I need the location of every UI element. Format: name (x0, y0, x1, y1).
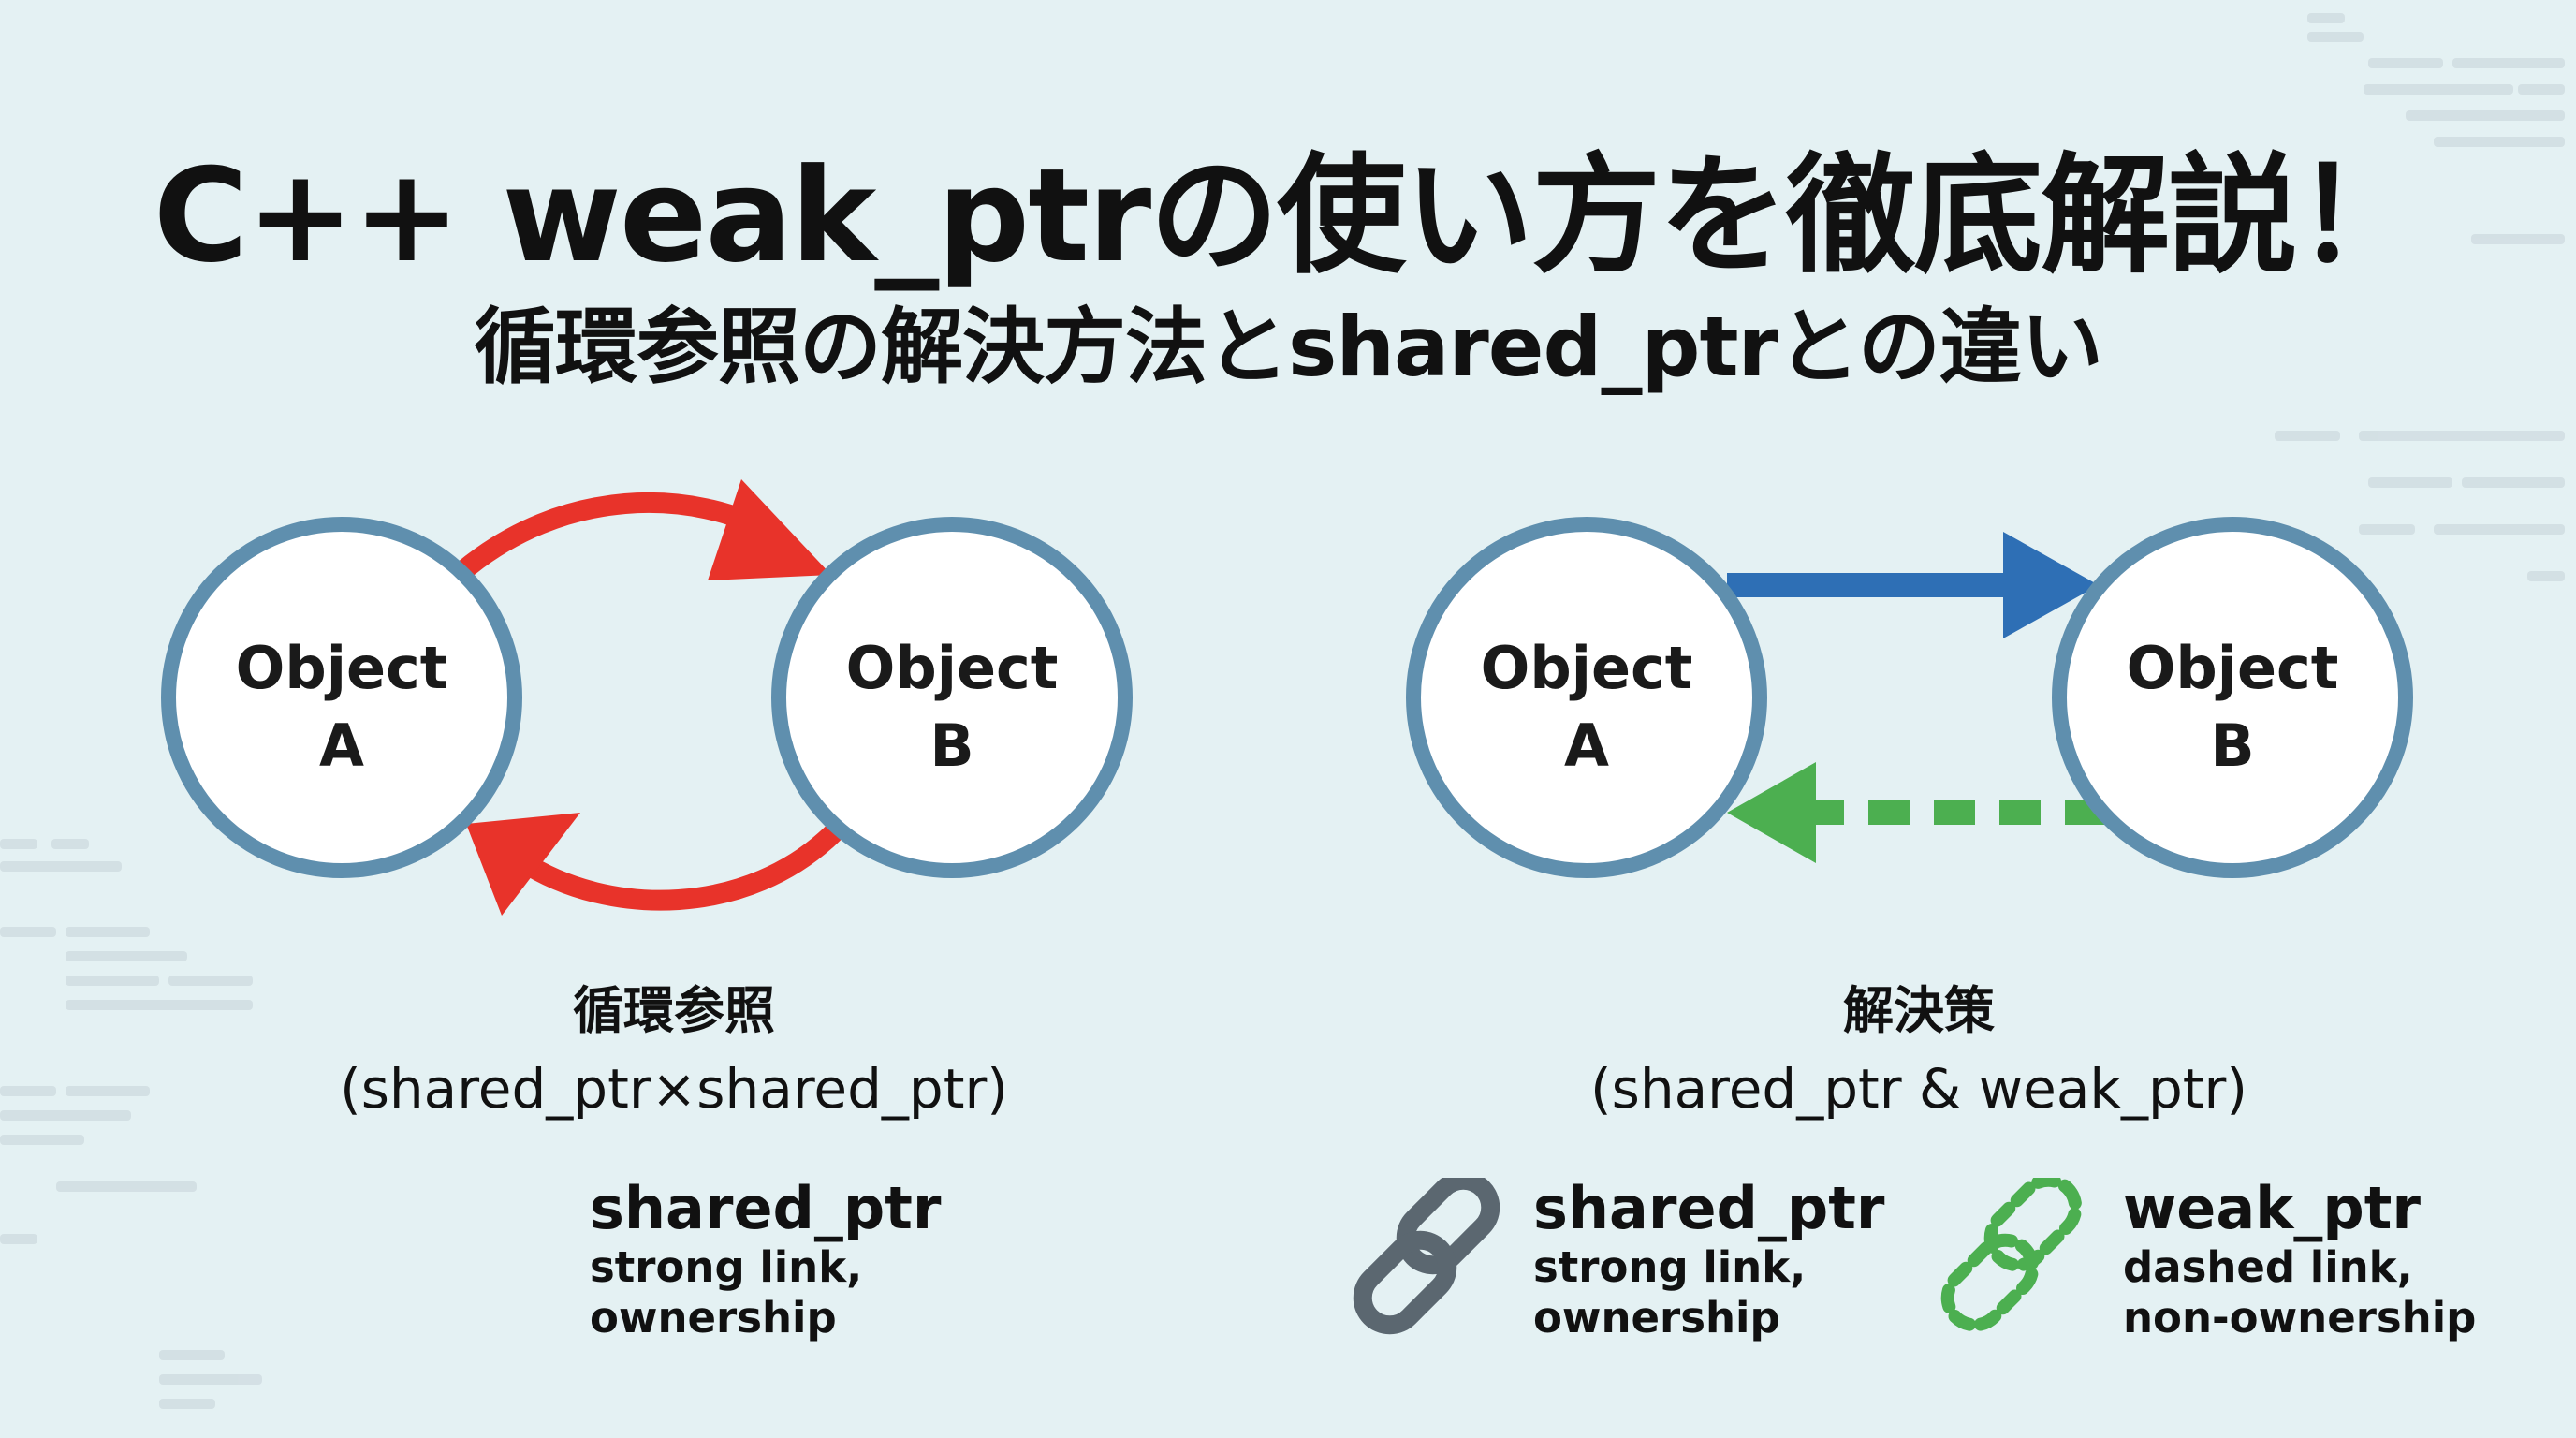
chain-link-icon (1353, 1178, 1500, 1335)
legend-desc-line1: strong link, (1533, 1242, 1807, 1292)
weak-ptr-arrow-head (1727, 762, 1816, 863)
solution-caption: 解決策 (shared_ptr & weak_ptr) (1442, 974, 2396, 1129)
left-object-a-label-line1: Object (236, 634, 448, 702)
right-object-a-label-line1: Object (1481, 634, 1693, 702)
cycle-arrow-bottom-head (466, 813, 580, 916)
legend-desc-line2: ownership (590, 1293, 837, 1343)
shared-ptr-arrow-head (2003, 532, 2099, 638)
legend-desc-line1: dashed link, (2123, 1242, 2413, 1292)
legend-name: shared_ptr (590, 1174, 942, 1242)
legend-weak-ptr: weak_ptr dashed link, non-ownership (2123, 1175, 2476, 1343)
legend-shared-ptr-left: shared_ptr strong link, ownership (590, 1175, 941, 1343)
solution-caption-title: 解決策 (1843, 981, 1995, 1040)
page-subtitle: 循環参照の解決方法とshared_ptrとの違い (473, 299, 2103, 395)
page-title: C++ weak_ptrの使い方を徹底解説！ (153, 140, 2424, 291)
legend-name: weak_ptr (2123, 1174, 2421, 1242)
legend-name: shared_ptr (1533, 1174, 1885, 1242)
legend-desc-line2: ownership (1533, 1293, 1780, 1343)
left-object-a-node (161, 517, 522, 878)
left-object-b-label-line2: B (929, 712, 973, 780)
legend-desc-line2: non-ownership (2123, 1293, 2477, 1343)
right-object-b-label-line1: Object (2127, 634, 2339, 702)
legend-shared-ptr-right: shared_ptr strong link, ownership (1533, 1175, 1884, 1343)
right-object-a-label-line2: A (1564, 712, 1609, 780)
cycle-arrow-bottom (512, 821, 845, 911)
solution-diagram: Object A Object B (1406, 517, 2413, 878)
left-object-b-node (771, 517, 1133, 878)
right-object-b-node (2052, 517, 2413, 878)
right-object-a-node (1406, 517, 1767, 878)
dashed-chain-link-icon (1940, 1178, 2083, 1332)
cyclic-reference-diagram: Object A Object B (161, 479, 1133, 916)
left-object-b-label-line1: Object (846, 634, 1059, 702)
cyclic-reference-caption-title: 循環参照 (573, 981, 775, 1040)
legend-desc-line1: strong link, (590, 1242, 863, 1292)
cycle-arrow-top-head (708, 479, 831, 580)
cyclic-reference-caption: 循環参照 (shared_ptr×shared_ptr) (215, 974, 1133, 1129)
right-object-b-label-line2: B (2210, 712, 2254, 780)
cyclic-reference-caption-desc: (shared_ptr×shared_ptr) (340, 1057, 1008, 1121)
solution-caption-desc: (shared_ptr & weak_ptr) (1589, 1057, 2247, 1121)
left-object-a-label-line2: A (319, 712, 364, 780)
